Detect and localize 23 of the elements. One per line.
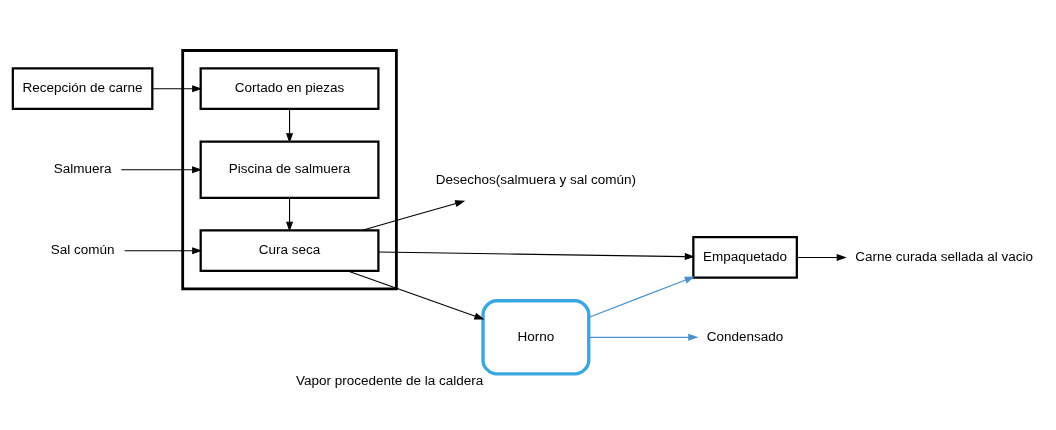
node-text: Salmuera	[53, 161, 112, 177]
arrow	[286, 108, 294, 144]
node-box: Empaquetado	[692, 236, 798, 279]
arrow	[588, 276, 695, 318]
arrow	[361, 200, 466, 231]
arrow	[796, 253, 847, 261]
node-box: Recepción de carne	[11, 67, 154, 111]
arrow	[151, 85, 203, 93]
arrow	[286, 197, 294, 232]
node-box: Cortado en piezas	[199, 67, 380, 111]
node-box: Cura seca	[199, 229, 380, 273]
node-text: Desechos(salmuera y sal común)	[435, 172, 636, 188]
cluster	[181, 49, 398, 291]
arrow	[120, 166, 203, 174]
node-box: Piscina de salmuera	[199, 140, 380, 199]
node-text: Condensado	[706, 328, 784, 344]
arrow	[124, 247, 203, 255]
node-text: Carne curada sellada al vacio	[855, 248, 1034, 264]
node-text: Sal común	[50, 242, 115, 258]
node-label: Vapor procedente de la caldera	[296, 372, 484, 388]
node-box: Horno	[481, 299, 591, 376]
arrow	[588, 333, 699, 341]
arrow	[378, 251, 695, 261]
